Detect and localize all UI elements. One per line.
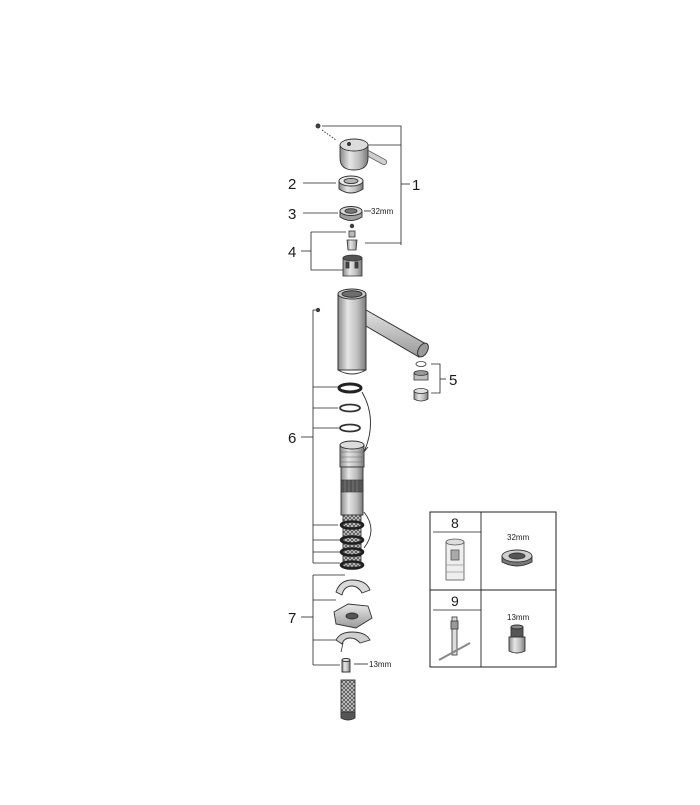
faucet-body <box>337 288 429 375</box>
cover-cap <box>338 175 364 194</box>
mounting-hardware <box>333 579 373 721</box>
callout-5: 5 <box>449 372 457 389</box>
dimension-32mm: 32mm <box>371 207 394 216</box>
socket-icon <box>508 624 526 654</box>
ring-wrench-icon <box>501 549 533 567</box>
callout-2: 2 <box>288 176 296 193</box>
lever-handle <box>315 123 387 171</box>
tool-8-size: 32mm <box>507 533 530 542</box>
tools-panel: 8 9 32mm 13mm <box>429 511 557 668</box>
leader-lines <box>301 125 446 666</box>
callout-3: 3 <box>288 206 296 223</box>
callout-4: 4 <box>288 244 296 261</box>
tool-8-number: 8 <box>451 515 459 531</box>
callout-labels: 1 2 3 4 5 6 7 32mm 13mm <box>288 176 457 669</box>
tool-9-size: 13mm <box>507 613 530 622</box>
callout-1: 1 <box>412 177 420 194</box>
shank-assembly <box>315 307 372 570</box>
t-handle-tool-icon <box>438 616 471 661</box>
threaded-ring <box>339 206 363 221</box>
cartridge-tool-icon <box>445 538 465 581</box>
dimension-13mm: 13mm <box>369 660 392 669</box>
callout-6: 6 <box>288 430 296 447</box>
callout-7: 7 <box>288 610 296 627</box>
tool-9-number: 9 <box>451 593 459 609</box>
aerator-parts <box>413 361 429 402</box>
cartridge-parts <box>342 223 363 277</box>
